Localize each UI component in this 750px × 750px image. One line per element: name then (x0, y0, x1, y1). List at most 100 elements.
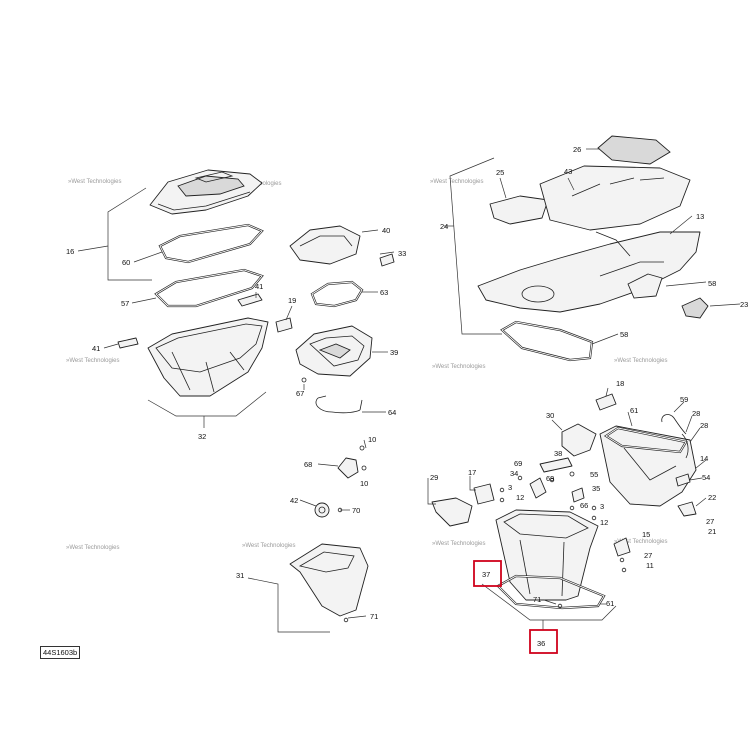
callout-28-lower: 28 (700, 421, 708, 430)
screw-71 (343, 617, 349, 623)
bin-37-rib (519, 539, 531, 595)
fastener-10-lower (361, 465, 367, 471)
leader-40 (361, 229, 379, 233)
bracket-32 (147, 391, 267, 417)
callout-57: 57 (121, 299, 129, 308)
screw-71-right (557, 603, 563, 609)
tray-rib (205, 361, 215, 393)
bracket-17-leader (469, 476, 476, 491)
callout-12-upper: 12 (516, 493, 524, 502)
watermark-text: »West Technologies (432, 364, 485, 370)
seal-63-inner (311, 281, 363, 307)
callout-61-lower: 61 (606, 599, 614, 608)
callout-64: 64 (388, 408, 396, 417)
callout-30: 30 (546, 411, 554, 420)
callout-41-upper: 41 (255, 282, 263, 291)
rod-38 (539, 457, 573, 473)
leader-54 (689, 477, 703, 481)
rod-64 (315, 395, 363, 414)
storage-bin-37-rim (503, 513, 589, 539)
callout-69-upper: 69 (514, 459, 522, 468)
seal-61-lower-inner (497, 575, 605, 609)
callout-34: 34 (510, 469, 518, 478)
deck-13-line (595, 231, 631, 257)
leader-19 (285, 305, 293, 321)
leader-58-upper (665, 281, 707, 287)
knob-42 (314, 502, 330, 518)
leader-28-lower (689, 427, 701, 443)
cover-40 (289, 225, 361, 265)
callout-67: 67 (296, 389, 304, 398)
storage-bin-37 (495, 509, 599, 601)
storage-tray-32 (147, 317, 269, 397)
storage-tray-rim (155, 323, 263, 373)
leader-61-upper (627, 411, 633, 427)
seal-58-inner (501, 321, 593, 361)
lid-edge (157, 191, 251, 211)
callout-39: 39 (390, 348, 398, 357)
callout-28-upper: 28 (692, 409, 700, 418)
callout-11: 11 (646, 561, 654, 570)
callout-69-lower: 69 (546, 474, 554, 483)
screw-12-upper (499, 497, 505, 503)
decal-43-lettering (571, 177, 665, 197)
leader-33 (379, 251, 395, 255)
bracket-68 (337, 457, 359, 479)
callout-3-lower: 3 (600, 502, 604, 511)
bracket-24 (449, 157, 502, 335)
callout-10-lower: 10 (360, 479, 368, 488)
callout-32: 32 (198, 432, 206, 441)
tray-rib (171, 351, 191, 391)
bin-14-line (623, 447, 677, 481)
lid-seal-60-inner (159, 224, 263, 263)
highlight-box-37 (473, 560, 502, 587)
callout-12-lower: 12 (600, 518, 608, 527)
leader-13 (669, 215, 693, 235)
storage-bin-14 (599, 425, 697, 507)
storage-tray-body (147, 317, 269, 397)
callout-10-upper: 10 (368, 435, 376, 444)
leader-57 (131, 297, 157, 304)
leader-60 (133, 251, 163, 263)
callout-14: 14 (700, 454, 708, 463)
callout-21: 21 (708, 527, 716, 536)
leader-71 (347, 615, 367, 619)
leader-10-upper (363, 439, 367, 449)
leader-43 (567, 177, 575, 191)
callout-60: 60 (122, 258, 130, 267)
watermark-text: »West Technologies (66, 545, 119, 551)
callout-15: 15 (642, 530, 650, 539)
leader-42 (299, 499, 317, 507)
callout-43: 43 (564, 167, 572, 176)
callout-26: 26 (573, 145, 581, 154)
seal-61-upper-inner (605, 427, 687, 453)
latch-19 (275, 317, 293, 333)
callout-18: 18 (616, 379, 624, 388)
screw-69-right (549, 477, 555, 483)
cable-28 (681, 433, 689, 459)
housing-30 (561, 423, 597, 457)
leader-16 (77, 245, 109, 252)
knob-42-center (318, 506, 326, 514)
callout-58-lower: 58 (620, 330, 628, 339)
clip-41-upper (237, 293, 263, 307)
clip-54 (675, 473, 691, 487)
tray-rib (229, 351, 245, 371)
callouts: 16 60 57 41 41 19 32 40 33 63 39 67 64 1… (66, 145, 748, 654)
bracket-31 (247, 577, 330, 633)
screw-12-lower (591, 515, 597, 521)
decal-26 (597, 135, 671, 165)
callout-36: 36 (537, 639, 545, 648)
lid-assembly-16 (149, 169, 263, 215)
highlight-box-36 (529, 629, 558, 654)
leader-41-lower (103, 343, 119, 349)
callout-61-upper: 61 (630, 406, 638, 415)
callout-40: 40 (382, 226, 390, 235)
callout-70: 70 (352, 506, 360, 515)
lid-vent (194, 171, 234, 183)
seal-63 (310, 280, 364, 308)
callout-35: 35 (592, 484, 600, 493)
screw-3-lower (591, 505, 597, 511)
leader-68 (317, 463, 339, 467)
screw-67 (301, 377, 307, 383)
